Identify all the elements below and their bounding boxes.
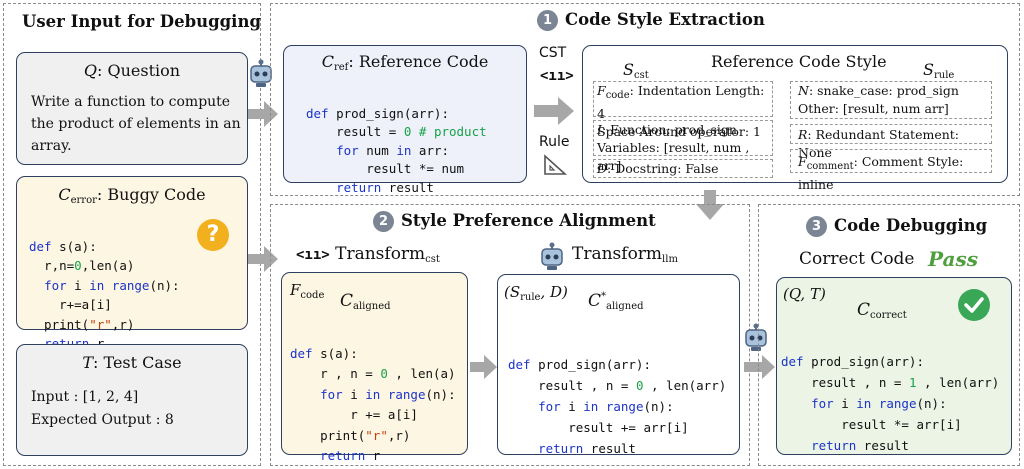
style-variables: Variables: [result, num , arr]: [597, 140, 750, 173]
correct-code-label: Correct Code: [799, 249, 915, 269]
correct-code: def prod_sign(arr): result , n = 1 , len…: [781, 354, 1000, 453]
test-case-box: T: Test Case Input : [1, 2, 4] Expected …: [16, 344, 248, 456]
check-icon: [957, 288, 991, 326]
transform-llm-title: Transformllm: [572, 244, 678, 265]
arrow-style-to-llm: [695, 190, 725, 226]
ruler-icon: [543, 154, 569, 180]
style-other: Other: [result, num arr]: [798, 101, 949, 116]
reference-code-label: Cref: Reference Code: [321, 52, 489, 73]
cst-icon-small: <ıı>: [296, 247, 330, 263]
buggy-code-box: Cerror: Buggy Code def s(a): r,n=0,len(a…: [16, 176, 248, 351]
style-docstring: D: Docstring: False: [593, 159, 773, 178]
reference-code-box: Cref: Reference Code def prod_sign(arr):…: [283, 45, 527, 195]
style-naming-group: N: snake_case: prod_sign Other: [result,…: [790, 81, 992, 119]
robot-icon-llm: [538, 242, 566, 272]
pass-label: Pass: [928, 247, 978, 271]
style-fcode-group: Fcode: Indentation Length: 4 Space Aroun…: [593, 81, 773, 139]
correct-c-label: Ccorrect: [857, 300, 907, 321]
llm-params: (Srule, D): [504, 283, 568, 303]
cst-label: CST: [539, 45, 567, 61]
question-mark-icon: ?: [197, 219, 229, 251]
style-title: Reference Code Style: [711, 52, 887, 71]
style-snake-case: N: snake_case: prod_sign: [798, 83, 959, 98]
stage2-number: 2: [373, 211, 394, 232]
question-label: Q: Question: [83, 61, 181, 80]
user-input-panel: [3, 3, 261, 466]
style-s-cst: Scst: [623, 60, 649, 81]
robot-icon: [247, 59, 275, 89]
style-fcode: Fcode: Indentation Length: 4: [597, 83, 765, 121]
llm-code-box: (Srule, D) C*aligned def prod_sign(arr):…: [497, 274, 740, 456]
correct-params: (Q, T): [783, 285, 826, 303]
transform-cst-title: <ıı> Transformcst: [296, 244, 440, 265]
style-redundant: R: Redundant Statement: None: [790, 124, 992, 160]
style-comment: Fcomment: Comment Style: inline: [790, 149, 992, 192]
user-input-title: User Input for Debugging: [22, 12, 261, 31]
llm-c-label: C*aligned: [588, 291, 644, 312]
cst-icon: <ıı>: [540, 68, 574, 84]
style-identifier-group: I: Function: prod_sign Variables: [resul…: [593, 120, 773, 173]
question-box: Q: Question Write a function to compute …: [16, 52, 248, 165]
test-expected: Expected Output : 8: [31, 412, 174, 428]
arrow-reference-to-style: [534, 96, 576, 130]
test-case-label: T: Test Case: [82, 353, 182, 372]
buggy-code: def s(a): r,n=0,len(a) for i in range(n)…: [29, 238, 180, 352]
question-text: Write a function to compute the product …: [31, 94, 241, 154]
arrow-aligned-to-llm: [470, 354, 498, 384]
aligned-c-label: Caligned: [340, 291, 391, 312]
aligned-fcode-label: Fcode: [290, 281, 325, 301]
aligned-code-box: Fcode Caligned def s(a): r , n = 0 , len…: [281, 272, 468, 463]
arrow-llm-to-correct: [744, 354, 776, 384]
test-input: Input : [1, 2, 4]: [31, 389, 139, 405]
stage1-panel: [270, 3, 1020, 196]
stage1-number: 1: [537, 10, 558, 31]
style-s-rule: Srule: [923, 60, 955, 81]
style-function: I: Function: prod_sign: [597, 122, 737, 137]
style-space: Space Around operator: 1: [597, 124, 762, 139]
reference-style-box: Scst Reference Code Style Srule Fcode: I…: [582, 45, 1008, 192]
correct-code-box: (Q, T) Ccorrect def prod_sign(arr): resu…: [776, 277, 1012, 455]
stage3-panel: [758, 204, 1020, 466]
buggy-code-label: Cerror: Buggy Code: [58, 185, 206, 206]
llm-code: def prod_sign(arr): result , n = 0 , len…: [508, 357, 727, 456]
aligned-code: def s(a): r , n = 0 , len(a) for i in ra…: [290, 345, 456, 464]
reference-code: def prod_sign(arr): result = 0 # product…: [306, 105, 487, 195]
stage3-number: 3: [806, 216, 827, 237]
rule-label: Rule: [539, 134, 570, 150]
